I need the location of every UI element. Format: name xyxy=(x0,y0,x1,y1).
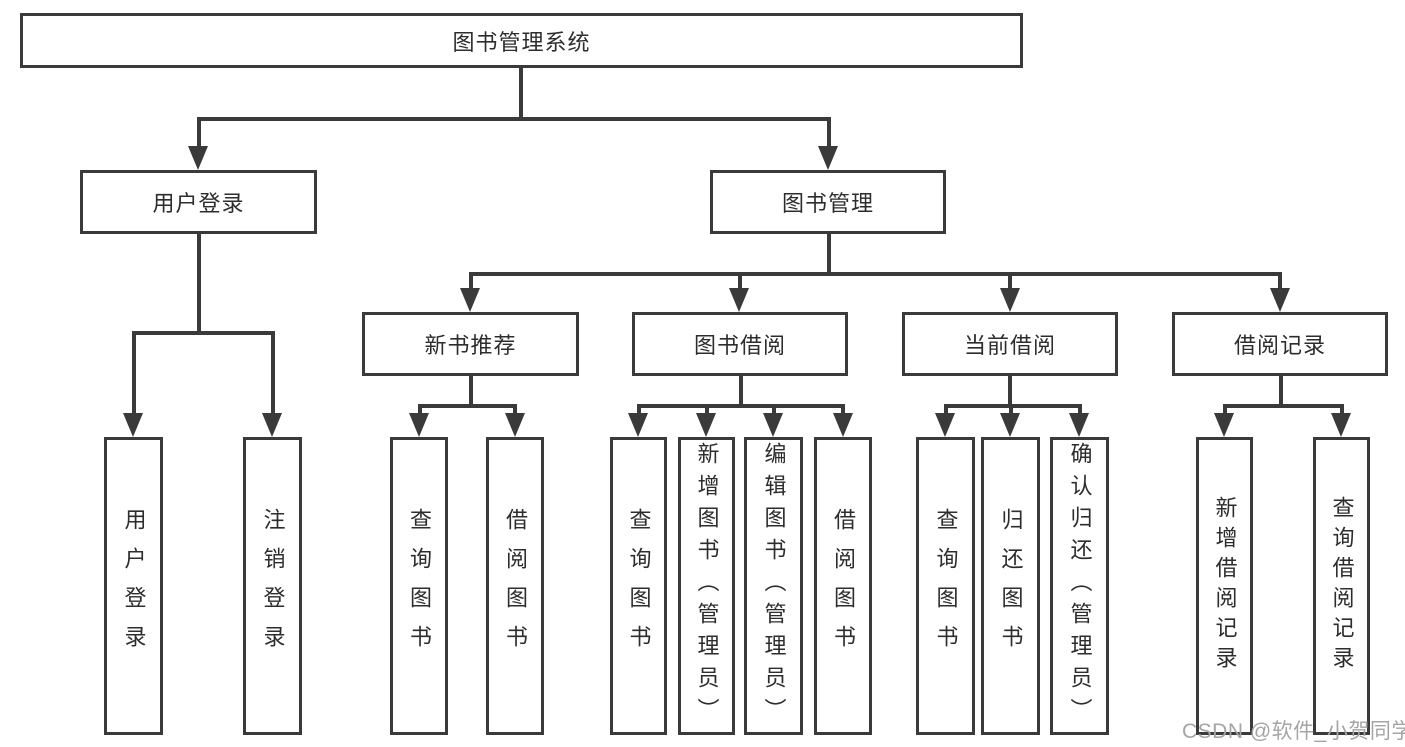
node-new-book-recommendation: 新书推荐 xyxy=(362,312,579,376)
connector-stem-borrow-records xyxy=(1278,272,1282,292)
connector-newbook-bar xyxy=(418,404,516,408)
connector-stem-book-borrow xyxy=(738,272,742,292)
leaf-add-books-admin-label: 新增图书（管理员） xyxy=(694,442,720,730)
node-user-login: 用户登录 xyxy=(80,170,317,234)
arrowhead-b1 xyxy=(628,413,648,437)
arrowhead-book-management xyxy=(818,146,838,170)
connector-stem-book-management xyxy=(827,117,831,149)
arrowhead-b3 xyxy=(763,413,783,437)
leaf-add-borrow-record-label: 新增借阅记录 xyxy=(1212,496,1238,676)
arrowhead-borrow-records xyxy=(1270,288,1290,312)
arrowhead-a2 xyxy=(505,413,525,437)
node-library-system: 图书管理系统 xyxy=(20,13,1023,68)
node-new-book-recommendation-label: 新书推荐 xyxy=(424,333,517,358)
node-current-borrowing: 当前借阅 xyxy=(902,312,1118,376)
connector-stem-b2 xyxy=(705,404,709,416)
connector-root-branch-bar xyxy=(197,117,830,121)
arrowhead-c1 xyxy=(935,413,955,437)
arrowhead-user-login xyxy=(188,146,208,170)
connector-stem-leaf-logout xyxy=(271,331,275,415)
leaf-borrow-books-recommend-label: 借阅图书 xyxy=(503,508,528,664)
connector-stem-c3 xyxy=(1078,404,1082,416)
arrowhead-c3 xyxy=(1069,413,1089,437)
connector-stem-d1 xyxy=(1223,404,1227,416)
connector-stem-user-login xyxy=(197,117,201,149)
node-book-borrowing: 图书借阅 xyxy=(632,312,848,376)
node-user-login-label: 用户登录 xyxy=(152,191,245,216)
connector-stem-a2 xyxy=(513,404,517,416)
node-book-borrowing-label: 图书借阅 xyxy=(693,333,786,358)
leaf-query-books-current: 查询图书 xyxy=(916,437,975,735)
leaf-query-books-recommend: 查询图书 xyxy=(390,437,448,735)
connector-user-login-bar xyxy=(132,331,274,335)
arrowhead-b2 xyxy=(696,413,716,437)
node-current-borrowing-label: 当前借阅 xyxy=(963,333,1056,358)
connector-book-management-bar xyxy=(469,272,1282,276)
connector-stem-b4 xyxy=(841,404,845,416)
leaf-borrow-books-recommend: 借阅图书 xyxy=(486,437,544,735)
leaf-return-books: 归还图书 xyxy=(981,437,1040,735)
connector-root-trunk xyxy=(519,68,523,119)
leaf-query-books-borrowing: 查询图书 xyxy=(610,437,667,735)
leaf-user-login-label: 用户登录 xyxy=(121,508,147,664)
arrowhead-a1 xyxy=(409,413,429,437)
connector-stem-b1 xyxy=(637,404,641,416)
leaf-confirm-return-admin: 确认归还（管理员） xyxy=(1050,437,1109,735)
node-borrowing-records: 借阅记录 xyxy=(1172,312,1388,376)
csdn-watermark: CSDN @软件_小贺同学 xyxy=(1182,720,1405,743)
connector-stem-c2 xyxy=(1009,404,1013,416)
leaf-query-borrow-record: 查询借阅记录 xyxy=(1313,437,1370,735)
node-book-management: 图书管理 xyxy=(710,170,946,234)
arrowhead-c2 xyxy=(1000,413,1020,437)
leaf-add-borrow-record: 新增借阅记录 xyxy=(1196,437,1253,735)
connector-bookborrow-bar xyxy=(637,404,844,408)
connector-user-login-trunk xyxy=(197,234,201,334)
connector-stem-c1 xyxy=(944,404,948,416)
leaf-borrow-books-borrowing: 借阅图书 xyxy=(814,437,872,735)
arrowhead-leaf-login xyxy=(123,413,143,437)
arrowhead-book-borrow xyxy=(729,288,749,312)
leaf-query-borrow-record-label: 查询借阅记录 xyxy=(1329,496,1355,676)
connector-stem-d2 xyxy=(1340,404,1344,416)
arrowhead-d1 xyxy=(1214,413,1234,437)
leaf-confirm-return-admin-label: 确认归还（管理员） xyxy=(1067,442,1093,730)
node-book-management-label: 图书管理 xyxy=(781,191,874,216)
arrowhead-current-borrow xyxy=(1000,288,1020,312)
connector-book-management-trunk xyxy=(827,234,831,275)
connector-bookborrow-trunk xyxy=(739,376,743,406)
leaf-add-books-admin: 新增图书（管理员） xyxy=(678,437,735,735)
connector-records-trunk xyxy=(1279,376,1283,406)
leaf-query-books-current-label: 查询图书 xyxy=(933,508,959,664)
leaf-logout-label: 注销登录 xyxy=(260,508,286,664)
leaf-logout: 注销登录 xyxy=(243,437,302,735)
node-library-system-label: 图书管理系统 xyxy=(452,29,591,55)
arrowhead-b4 xyxy=(833,413,853,437)
leaf-user-login: 用户登录 xyxy=(104,437,163,735)
connector-stem-b3 xyxy=(772,404,776,416)
leaf-borrow-books-borrowing-label: 借阅图书 xyxy=(831,508,856,664)
connector-stem-current-borrow xyxy=(1008,272,1012,292)
node-borrowing-records-label: 借阅记录 xyxy=(1233,333,1326,358)
leaf-return-books-label: 归还图书 xyxy=(998,508,1024,664)
connector-stem-a1 xyxy=(418,404,422,416)
arrowhead-new-book xyxy=(460,288,480,312)
leaf-query-books-borrowing-label: 查询图书 xyxy=(626,508,652,664)
connector-records-bar xyxy=(1223,404,1341,408)
arrowhead-leaf-logout xyxy=(262,413,282,437)
connector-newbook-trunk xyxy=(469,376,473,406)
leaf-edit-books-admin-label: 编辑图书（管理员） xyxy=(761,442,787,730)
connector-stem-new-book xyxy=(469,272,473,292)
leaf-query-books-recommend-label: 查询图书 xyxy=(407,508,432,664)
connector-currentborrow-trunk xyxy=(1008,376,1012,406)
leaf-edit-books-admin: 编辑图书（管理员） xyxy=(744,437,803,735)
connector-stem-leaf-login xyxy=(132,331,136,415)
arrowhead-d2 xyxy=(1331,413,1351,437)
